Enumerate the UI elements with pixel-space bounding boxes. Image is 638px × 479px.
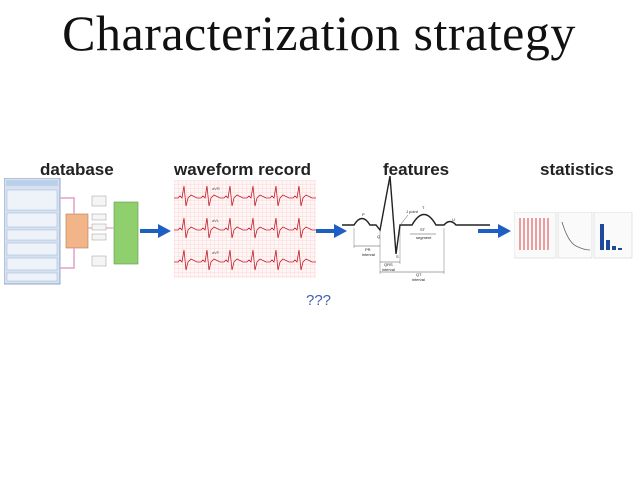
stage-label-features: features — [383, 160, 450, 179]
arrow-features-to-statistics — [478, 224, 511, 238]
feature-label-q: Q — [377, 234, 380, 239]
feature-label-qrs: QRS — [384, 262, 393, 267]
feature-label-qrs-interval: interval — [382, 267, 395, 272]
database-schema-thumbnail — [4, 178, 139, 285]
ecg-lead-label: aVF — [212, 250, 220, 255]
feature-label-pr: PR — [365, 247, 371, 252]
feature-label-s: S — [396, 254, 399, 259]
feature-label-qt: QT — [416, 272, 422, 277]
feature-label-pr-interval: interval — [362, 252, 375, 257]
arrow-waveform-to-features — [316, 224, 347, 238]
stage-label-waveform: waveform record — [174, 160, 311, 179]
feature-label-jpoint: J point — [406, 209, 419, 214]
statistics-thumbnails — [514, 212, 633, 259]
feature-label-r: R — [388, 182, 391, 187]
feature-label-st: ST — [420, 227, 426, 232]
ecg-trace — [174, 249, 316, 271]
arrow-database-to-waveform — [140, 224, 171, 238]
ecg-waveform-record: aVR aVL aVF — [174, 180, 316, 278]
feature-label-qt-interval: interval — [412, 277, 425, 282]
ecg-lead-label: aVR — [212, 186, 220, 191]
feature-label-u: U — [452, 217, 455, 222]
feature-label-t: T — [422, 205, 425, 210]
ecg-trace — [174, 217, 316, 239]
feature-label-p: P — [362, 212, 365, 217]
question-marks: ??? — [306, 292, 332, 309]
ecg-complex-trace — [342, 176, 490, 255]
stage-label-statistics: statistics — [540, 160, 614, 179]
feature-label-st-segment: segment — [416, 235, 432, 240]
stage-label-database: database — [40, 160, 114, 179]
page-title: Characterization strategy — [62, 5, 576, 61]
ecg-trace — [174, 185, 316, 207]
ecg-lead-label: aVL — [212, 218, 220, 223]
ecg-features-diagram: P Q R S T U J point ST segment PR interv… — [342, 176, 490, 282]
